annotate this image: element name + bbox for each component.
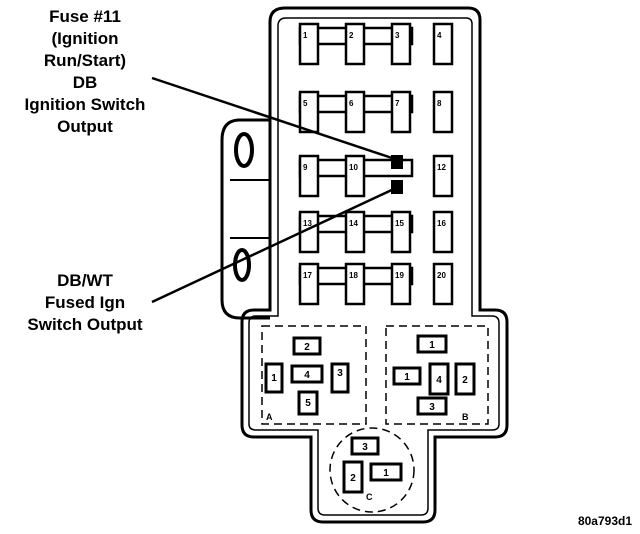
fuse-slot [390,90,412,134]
relay-b-pin-label: 1 [404,372,410,383]
relay-c-pin [350,436,380,456]
fuse-number: 6 [349,99,354,108]
relay-b-letter: B [462,412,469,422]
callout-line: Fuse #11 [49,7,121,26]
relay-a-pin-label: 5 [305,398,311,409]
fuse-number: 14 [349,219,358,228]
fuse-slot [390,210,412,254]
callout-line: Output [57,117,113,136]
fuse-slot [432,154,454,198]
fuse-slot [432,22,454,66]
fuse-number: 12 [437,163,446,172]
fuse-slot [344,90,366,134]
relay-a-pin [297,390,319,416]
dbwt-callout: DB/WT Fused Ign Switch Output [10,270,160,336]
fuse11-terminals [391,155,403,194]
fuse-slot [432,262,454,306]
fuse-slot [298,90,320,134]
fuse-number: 9 [303,163,308,172]
fuse-slot [344,22,366,66]
dbwt-leader [151,186,397,304]
relay-c-pin [342,460,364,494]
callout-line: Fused Ign [44,293,126,312]
relay-a: 2 1 4 3 5 A [261,325,367,425]
fuse-number: 4 [437,31,442,40]
fuse-number: 16 [437,219,446,228]
callout-line: DB [72,73,98,92]
fuse-slot [344,154,366,198]
fuse-slot [298,262,320,306]
fuse-slot [432,90,454,134]
relay-b-pin-label: 3 [429,402,435,413]
fuse-slot [432,210,454,254]
fuse-slot [344,210,366,254]
relay-b-pin-label: 2 [462,375,468,386]
relay-b: 1 1 4 2 3 B [385,325,489,425]
figure-code: 80a793d1 [577,514,632,528]
relay-b-pin-label: 4 [436,375,442,386]
callout-line: Ignition Switch [24,95,146,114]
fuse-number: 20 [437,271,446,280]
fuse-number: 8 [437,99,442,108]
fuse-number: 13 [303,219,312,228]
relay-a-letter: A [266,412,273,422]
callout-line: Switch Output [27,315,143,334]
relay-b-pin [416,396,448,416]
fuse-number: 17 [303,271,312,280]
relay-a-pin [330,362,350,394]
callout-line: DB/WT [57,271,113,290]
fuse-slot [390,262,412,306]
relay-b-pin-label: 1 [429,340,435,351]
relay-c: 3 2 1 C [329,427,415,513]
relay-a-pin-label: 2 [304,342,310,353]
fuse-slot [298,154,320,198]
relay-b-pin [416,334,448,354]
fuse-number: 15 [395,219,404,228]
fuse-number: 19 [395,271,404,280]
fuse11-callout: Fuse #11 (Ignition Run/Start) DB Ignitio… [10,6,160,138]
relay-c-letter: C [366,492,373,502]
fuse11-leader [151,76,399,162]
fuse-number: 7 [395,99,400,108]
callout-line: (Ignition [51,29,119,48]
leader-lines [151,76,399,304]
relay-a-pin-label: 4 [304,370,310,381]
relay-c-pin [369,462,403,482]
relay-c-pin-label: 1 [383,468,389,479]
fuse-slot [390,22,412,66]
mounting-tab [220,118,270,320]
relay-a-pin-label: 3 [337,368,343,379]
relay-a-pin [290,364,324,384]
fuse-number: 10 [349,163,358,172]
fuse-number: 3 [395,31,400,40]
fuse-number: 18 [349,271,358,280]
fuse-number: 5 [303,99,308,108]
relay-b-pin [454,362,476,396]
fuse-slot [298,22,320,66]
callout-line: Run/Start) [43,51,127,70]
relay-b-pin [392,366,422,386]
relay-a-pin [292,336,322,356]
relay-b-pin [428,362,450,396]
fuse-block-housing [240,6,509,524]
relay-a-pin-label: 1 [271,373,277,384]
relay-c-pin-label: 3 [362,442,368,453]
fuse-number: 1 [303,31,308,40]
fuse-number: 2 [349,31,354,40]
relay-a-pin [264,362,284,394]
relay-c-pin-label: 2 [350,473,356,484]
fuse-slot [344,262,366,306]
